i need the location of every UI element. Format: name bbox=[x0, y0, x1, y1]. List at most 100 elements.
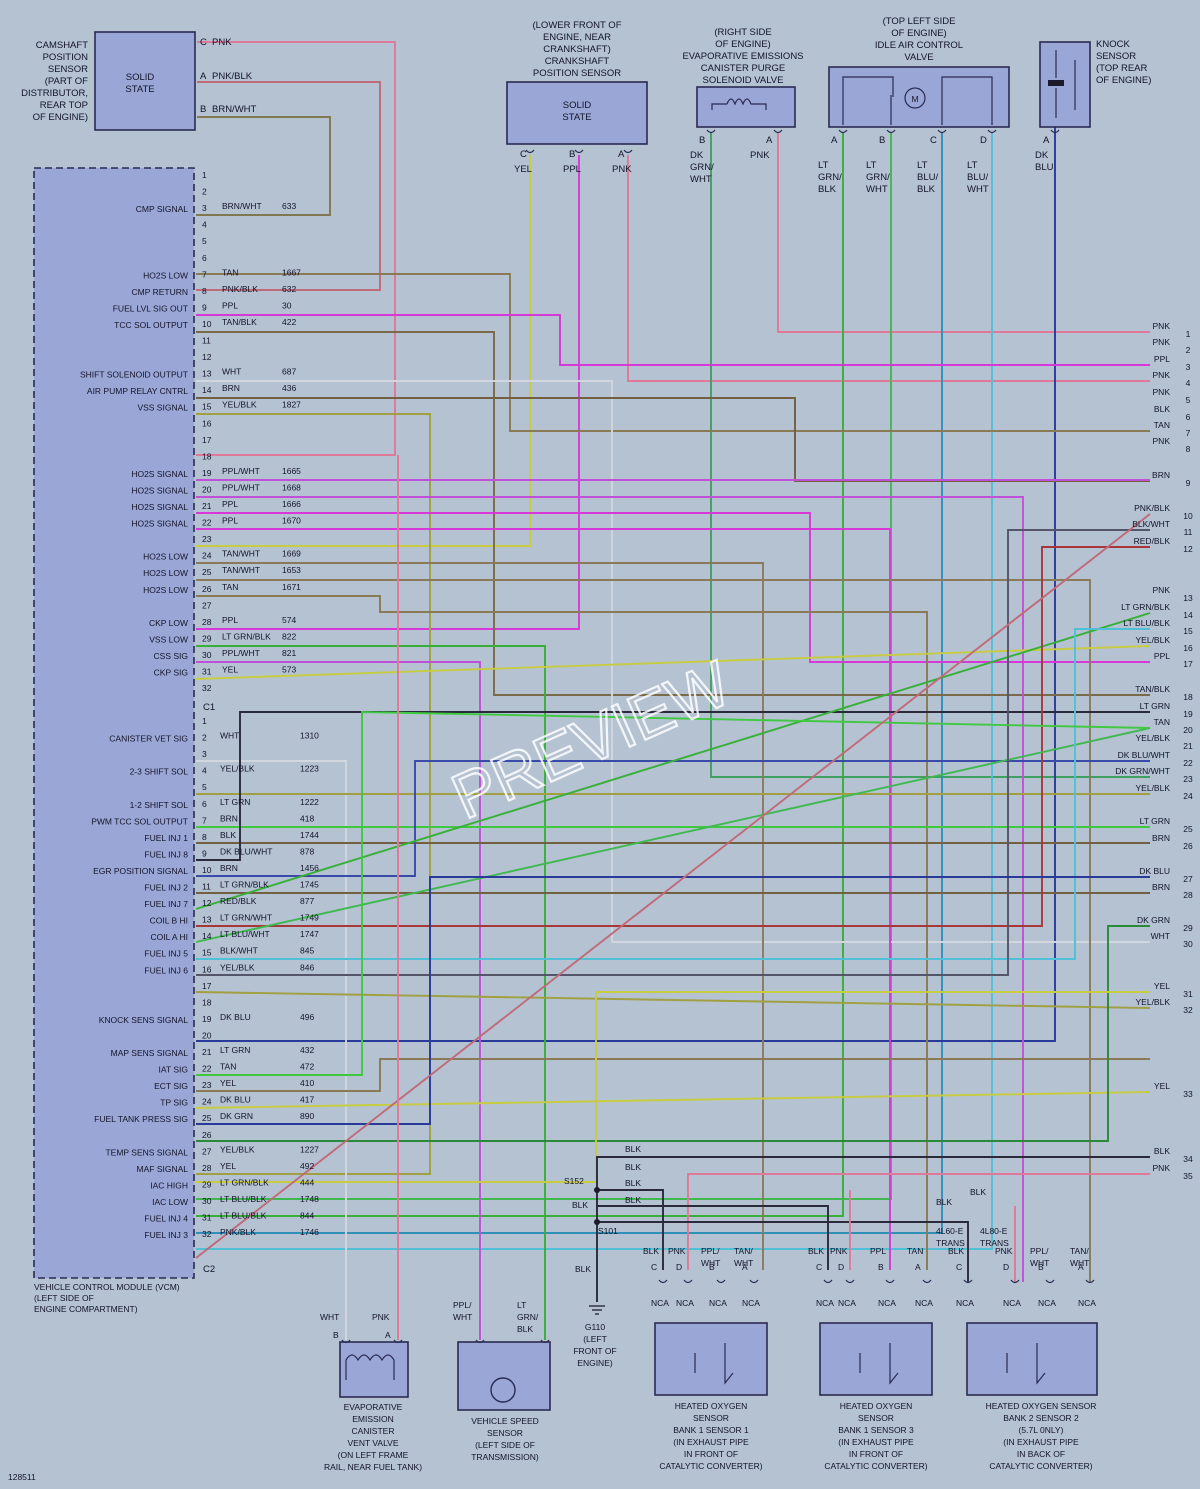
vcm-c1-wire-color: BRN bbox=[222, 383, 240, 393]
vcm-c2-pin-number: 21 bbox=[202, 1047, 212, 1057]
crankshaft-pin-letter: A bbox=[618, 149, 625, 160]
ho2s-nca-label: NCA bbox=[915, 1298, 933, 1308]
vcm-c2-pin-number: 10 bbox=[202, 865, 212, 875]
wire-iac-c bbox=[196, 132, 943, 1234]
vent-pin-wire: WHT bbox=[320, 1312, 339, 1322]
terminal-number: 9 bbox=[1186, 478, 1191, 488]
knock-sensor-body bbox=[1039, 41, 1091, 128]
terminal-wire-label: BRN bbox=[1152, 833, 1170, 843]
ho2s-nca-label: NCA bbox=[742, 1298, 760, 1308]
terminal-wire-label: DK BLU bbox=[1139, 866, 1170, 876]
knock-sensor-label: (TOP REAR bbox=[1096, 63, 1148, 74]
crankshaft-sensor-inner: SOLID bbox=[563, 100, 592, 111]
wire-c2-14 bbox=[196, 628, 1150, 960]
ho2s-pin-connector bbox=[1085, 1279, 1095, 1284]
vcm-c2-circuit-number: 472 bbox=[300, 1062, 314, 1072]
purge-pin-connector bbox=[706, 129, 716, 134]
vcm-c2-circuit-number: 1456 bbox=[300, 863, 319, 873]
wire-c1-26 bbox=[196, 595, 928, 1270]
ho2s-pin-connector bbox=[749, 1279, 759, 1284]
purge-pin-wire: GRN/ bbox=[690, 162, 714, 173]
label-layer: PNK1PNK2PPL3PNK4PNK5BLK6TAN7PNK8BRN9PNK/… bbox=[21, 16, 1193, 1472]
camshaft-sensor-body bbox=[94, 31, 196, 131]
wire-ckp-c bbox=[196, 155, 531, 547]
ho2s-label: HEATED OXYGEN SENSOR bbox=[986, 1401, 1097, 1411]
vent-valve-label: (ON LEFT FRAME bbox=[338, 1450, 409, 1460]
ho2s-label: BANK 2 SENSOR 2 bbox=[1003, 1413, 1079, 1423]
vent-solenoid-icon bbox=[345, 1354, 395, 1380]
terminal-number: 14 bbox=[1183, 610, 1193, 620]
vcm-c2-pin-number: 24 bbox=[202, 1097, 212, 1107]
vent-valve-label: VENT VALVE bbox=[347, 1438, 398, 1448]
vcm-c1-pin-number: 7 bbox=[202, 269, 207, 279]
vcm-c1-pin-number: 14 bbox=[202, 385, 212, 395]
vcm-c1-pin-number: 20 bbox=[202, 484, 212, 494]
vcm-c2-wire-color: LT BLU/BLK bbox=[220, 1211, 267, 1221]
ho2s-label: HEATED OXYGEN bbox=[840, 1401, 913, 1411]
vent-valve-label: RAIL, NEAR FUEL TANK) bbox=[324, 1462, 422, 1472]
terminal-number: 27 bbox=[1183, 874, 1193, 884]
ho2s-pin-letter: C bbox=[956, 1262, 962, 1272]
terminal-number: 7 bbox=[1186, 428, 1191, 438]
crankshaft-sensor-label: CRANKSHAFT) bbox=[543, 44, 611, 55]
crankshaft-pin-connector bbox=[525, 149, 535, 154]
wire-ho2s-b2-blk bbox=[597, 1221, 969, 1282]
terminal-wire-label: WHT bbox=[1151, 931, 1170, 941]
vent-pin-letter: A bbox=[385, 1330, 391, 1340]
vcm-c2-pin-number: 19 bbox=[202, 1014, 212, 1024]
vcm-c1-pin-number: 1 bbox=[202, 170, 207, 180]
ho2s-pin-wire: BLK bbox=[643, 1246, 659, 1256]
crankshaft-pin-wire: YEL bbox=[514, 164, 532, 175]
vcm-c2-pin-number: 18 bbox=[202, 997, 212, 1007]
ho2s-pin-wire: PPL bbox=[870, 1246, 886, 1256]
vcm-c1-signal-name: VSS SIGNAL bbox=[137, 403, 188, 413]
camshaft-pin-wire: BRN/WHT bbox=[212, 104, 257, 115]
vcm-c1-signal-name: HO2S LOW bbox=[143, 552, 188, 562]
vcm-c1-signal-name: HO2S SIGNAL bbox=[131, 502, 188, 512]
wire-iac-a bbox=[196, 132, 844, 1217]
ho2s-pin-connector bbox=[683, 1279, 693, 1284]
wire-c1-30 bbox=[196, 661, 481, 1340]
crankshaft-sensor-body bbox=[506, 81, 648, 145]
vcm-c2-circuit-number: 492 bbox=[300, 1161, 314, 1171]
ground-g110-label: FRONT OF bbox=[573, 1346, 616, 1356]
knock-pin-letter: A bbox=[1043, 135, 1050, 146]
wire-knock bbox=[196, 120, 1056, 1042]
ho2s-pin-wire: TAN/ bbox=[734, 1246, 753, 1256]
camshaft-sensor-inner: SOLID bbox=[126, 72, 155, 83]
iac-pin-letter: C bbox=[930, 135, 937, 146]
knock-sensor-label: OF ENGINE) bbox=[1096, 75, 1151, 86]
terminal-number: 8 bbox=[1186, 444, 1191, 454]
vcm-c1-wire-color: PPL bbox=[222, 615, 238, 625]
figure-id: 128511 bbox=[8, 1472, 36, 1482]
vcm-c1-wire-color: PPL bbox=[222, 300, 238, 310]
wire-c2-22 bbox=[196, 1058, 1150, 1092]
vcm-c2-wire-color: DK BLU/WHT bbox=[220, 846, 272, 856]
vcm-c2-signal-name: TP SIG bbox=[160, 1098, 188, 1108]
vcm-c1-pin-number: 21 bbox=[202, 501, 212, 511]
vss-pin-wire: PPL/ bbox=[453, 1300, 472, 1310]
vcm-c2-pin-number: 4 bbox=[202, 766, 207, 776]
vcm-c2-signal-name: FUEL INJ 7 bbox=[144, 899, 188, 909]
ho2s-label: IN FRONT OF bbox=[684, 1449, 738, 1459]
ho2s-pin-wire: BLK bbox=[948, 1246, 964, 1256]
vcm-c1-circuit-number: 1670 bbox=[282, 516, 301, 526]
terminal-number: 23 bbox=[1183, 774, 1193, 784]
vcm-c1-pin-number: 26 bbox=[202, 584, 212, 594]
motor-icon bbox=[904, 87, 926, 109]
vcm-c2-signal-name: MAP SENS SIGNAL bbox=[111, 1048, 189, 1058]
vcm-c1-pin-number: 15 bbox=[202, 402, 212, 412]
crankshaft-pin-wire: PPL bbox=[563, 164, 581, 175]
ho2s-pin-wire: PNK bbox=[668, 1246, 686, 1256]
terminal-number: 31 bbox=[1183, 989, 1193, 999]
ho2s-label: (5.7L 0NLY) bbox=[1019, 1425, 1064, 1435]
wire-c2-2 bbox=[196, 760, 347, 1340]
terminal-number: 20 bbox=[1183, 725, 1193, 735]
ho2s-nca-label: NCA bbox=[1038, 1298, 1056, 1308]
terminal-number: 16 bbox=[1183, 643, 1193, 653]
crankshaft-pin-letter: B bbox=[569, 149, 575, 160]
trans-4l60-label: 4L60-E bbox=[936, 1226, 964, 1236]
vcm-c2-circuit-number: 432 bbox=[300, 1045, 314, 1055]
wire-layer bbox=[195, 41, 1151, 1340]
vcm-c1-circuit-number: 573 bbox=[282, 665, 296, 675]
